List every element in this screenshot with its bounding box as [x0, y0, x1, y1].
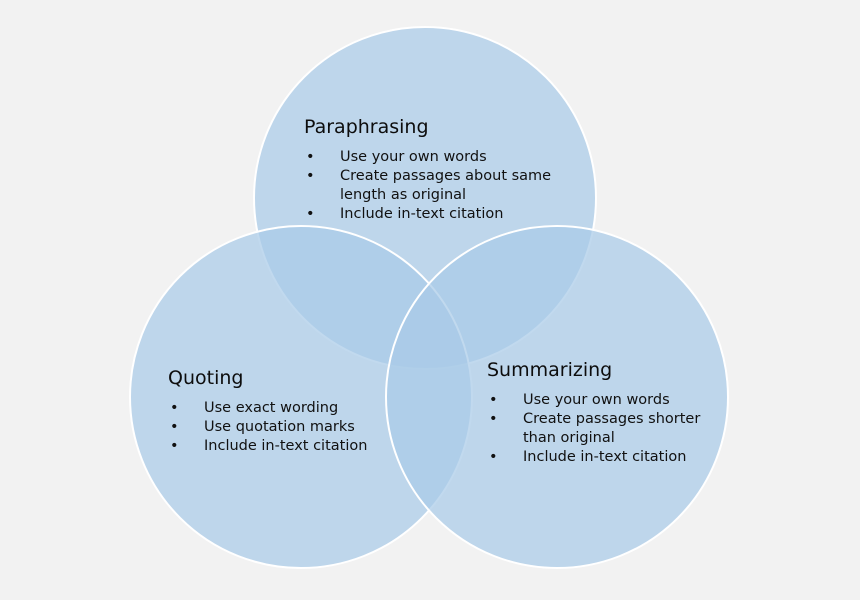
quoting-item: Include in-text citation	[168, 437, 398, 456]
quoting-item: Use exact wording	[168, 399, 398, 418]
summarizing-title: Summarizing	[487, 359, 613, 381]
summarizing-section: Summarizing Use your own words Create pa…	[487, 359, 717, 467]
paraphrasing-section: Paraphrasing Use your own words Create p…	[304, 116, 566, 224]
quoting-section: Quoting Use exact wording Use quotation …	[168, 367, 398, 456]
summarizing-item: Create passages shorter than original	[487, 410, 717, 448]
summarizing-item: Include in-text citation	[487, 448, 717, 467]
paraphrasing-item: Create passages about same length as ori…	[304, 167, 566, 205]
quoting-item: Use quotation marks	[168, 418, 398, 437]
paraphrasing-title: Paraphrasing	[304, 116, 429, 138]
summarizing-list: Use your own words Create passages short…	[487, 391, 717, 467]
paraphrasing-item: Include in-text citation	[304, 205, 566, 224]
quoting-title: Quoting	[168, 367, 244, 389]
summarizing-item: Use your own words	[487, 391, 717, 410]
paraphrasing-item: Use your own words	[304, 148, 566, 167]
quoting-list: Use exact wording Use quotation marks In…	[168, 399, 398, 456]
paraphrasing-list: Use your own words Create passages about…	[304, 148, 566, 224]
